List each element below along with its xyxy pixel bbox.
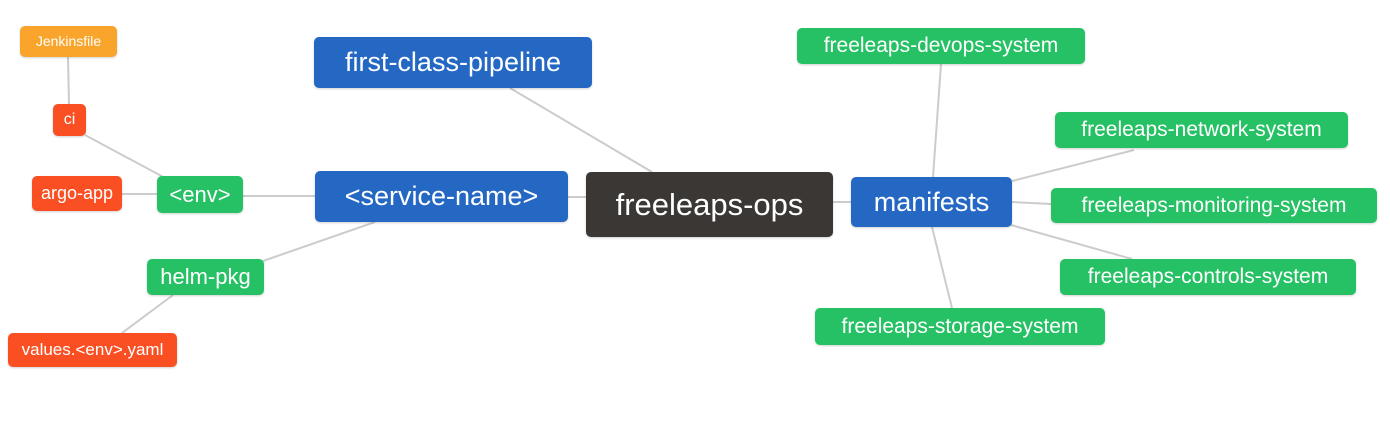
node-freeleaps-ops-root[interactable]: freeleaps-ops (586, 172, 833, 237)
node-freeleaps-monitoring-system[interactable]: freeleaps-monitoring-system (1051, 188, 1377, 223)
node-helm-pkg[interactable]: helm-pkg (147, 259, 264, 295)
node-manifests[interactable]: manifests (851, 177, 1012, 227)
node-argo-app[interactable]: argo-app (32, 176, 122, 211)
node-ci[interactable]: ci (53, 104, 86, 136)
node-freeleaps-controls-system[interactable]: freeleaps-controls-system (1060, 259, 1356, 295)
edge-line (1010, 224, 1133, 260)
node-freeleaps-devops-system[interactable]: freeleaps-devops-system (797, 28, 1085, 64)
node-freeleaps-storage-system[interactable]: freeleaps-storage-system (815, 308, 1105, 345)
edge-line (509, 87, 653, 173)
node-jenkinsfile[interactable]: Jenkinsfile (20, 26, 117, 57)
edge-line (1011, 149, 1135, 182)
edge-line (262, 221, 376, 262)
edge-line (1011, 201, 1052, 205)
node-freeleaps-network-system[interactable]: freeleaps-network-system (1055, 112, 1348, 148)
edge-line (67, 56, 70, 105)
node-first-class-pipeline[interactable]: first-class-pipeline (314, 37, 592, 88)
edge-line (932, 63, 942, 178)
node-service-name[interactable]: <service-name> (315, 171, 568, 222)
edge-line (931, 226, 953, 309)
edge-line (121, 294, 174, 334)
node-env[interactable]: <env> (157, 176, 243, 213)
edge-line (84, 134, 168, 180)
node-values-env-yaml[interactable]: values.<env>.yaml (8, 333, 177, 367)
